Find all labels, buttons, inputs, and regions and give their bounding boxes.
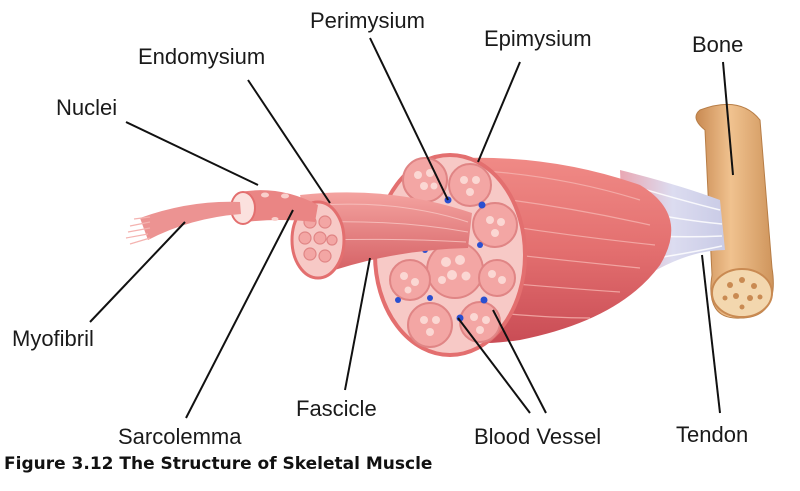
- label-perimysium: Perimysium: [310, 8, 425, 33]
- myofibril: [125, 201, 241, 245]
- label-sarcolemma: Sarcolemma: [118, 424, 242, 449]
- label-bone: Bone: [692, 32, 744, 57]
- leader-endomysium: [247, 79, 331, 204]
- label-myofibril: Myofibril: [12, 326, 94, 351]
- leader-lines: [89, 37, 734, 419]
- label-blood-vessel: Blood Vessel: [474, 424, 602, 449]
- muscle-fiber: [230, 190, 318, 225]
- leader-blood-vessel-2: [492, 309, 547, 414]
- bone-cross-section: [711, 268, 773, 318]
- label-epimysium: Epimysium: [484, 26, 592, 51]
- leader-fascicle: [344, 257, 371, 391]
- leader-bone: [722, 61, 734, 176]
- muscle-cross-section: [373, 153, 527, 357]
- label-endomysium: Endomysium: [138, 44, 266, 69]
- fascicle: [290, 192, 472, 280]
- leader-blood-vessel-1: [457, 317, 531, 414]
- bone: [695, 103, 774, 319]
- figure-caption: Figure 3.12 The Structure of Skeletal Mu…: [4, 454, 433, 474]
- leader-nuclei: [125, 121, 259, 186]
- label-nuclei: Nuclei: [56, 95, 118, 120]
- leader-tendon: [701, 254, 721, 414]
- leader-myofibril: [89, 221, 186, 323]
- leader-sarcolemma: [185, 209, 294, 419]
- nuclei-spots: [261, 192, 289, 221]
- label-tendon: Tendon: [676, 422, 749, 447]
- label-fascicle: Fascicle: [296, 396, 377, 421]
- leader-epimysium: [477, 61, 521, 163]
- leader-perimysium: [369, 37, 449, 201]
- bone-marrow-pores: [722, 277, 763, 310]
